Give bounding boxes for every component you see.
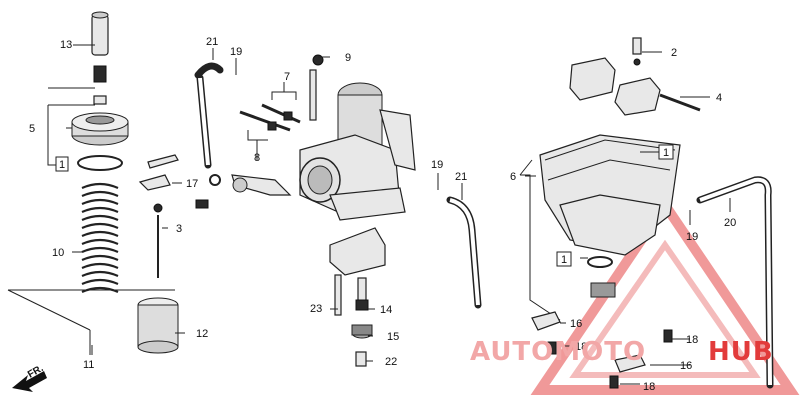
part-cap-13 (91, 11, 109, 56)
callout-2: 2 (671, 47, 677, 59)
callout-18b: 18 (686, 334, 698, 346)
part-clamps-16-18 (531, 311, 673, 389)
part-jets-23-14 (334, 274, 369, 316)
callout-1c: 1 (561, 254, 567, 266)
callout-12: 12 (196, 328, 208, 340)
callout-10: 10 (52, 247, 64, 259)
callout-13: 13 (60, 39, 72, 51)
part-needle-3 (153, 203, 163, 278)
callout-19a: 19 (230, 46, 242, 58)
callout-22: 22 (385, 356, 397, 368)
part-slide-12 (137, 297, 179, 354)
callout-7: 7 (284, 71, 290, 83)
callout-6: 6 (510, 171, 516, 183)
callout-1a: 1 (59, 159, 65, 171)
callout-box-1b (658, 144, 674, 160)
callout-21a: 21 (206, 36, 218, 48)
part-oring (587, 256, 613, 268)
callout-4: 4 (716, 92, 722, 104)
leader-lines (47, 44, 731, 385)
callout-23: 23 (310, 303, 322, 315)
part-jet-15-22 (351, 324, 373, 367)
part-hose-21-left-inner (198, 77, 210, 166)
part-gasket-1 (77, 155, 123, 171)
callout-19b: 19 (431, 159, 443, 171)
callout-21b: 21 (455, 171, 467, 183)
part-throttle-arm (195, 174, 292, 209)
part-float-bowl-6 (539, 134, 681, 256)
front-direction-arrow-icon (12, 371, 47, 392)
callout-18c: 18 (643, 381, 655, 393)
callout-8: 8 (254, 152, 260, 164)
callout-box-1a (55, 156, 69, 172)
callout-5: 5 (29, 123, 35, 135)
callout-20: 20 (724, 217, 736, 229)
callout-9: 9 (345, 52, 351, 64)
callout-17: 17 (186, 178, 198, 190)
part-drain-plug (590, 282, 616, 298)
callout-19c: 19 (686, 231, 698, 243)
callout-3: 3 (176, 223, 182, 235)
callout-15: 15 (387, 331, 399, 343)
part-top-cap-5 (71, 112, 129, 146)
watermark-text-accent: HUB (708, 337, 774, 367)
callout-16a: 16 (570, 318, 582, 330)
watermark-text-main: AUTOMOTO (470, 337, 646, 367)
part-float-valve-2 (632, 37, 642, 66)
part-carburetor-body (299, 54, 416, 221)
part-spring-10 (81, 182, 119, 294)
part-screws-7-8 (239, 103, 301, 132)
callout-11: 11 (83, 359, 94, 371)
callout-14: 14 (380, 304, 392, 316)
callout-box-1c (556, 251, 572, 267)
callout-16b: 16 (680, 360, 692, 372)
part-clip-17 (138, 154, 179, 191)
callout-1b: 1 (663, 147, 669, 159)
callout-18a: 18 (575, 341, 587, 353)
part-float-4 (569, 57, 701, 116)
part-nut (93, 65, 107, 105)
part-float-bracket (329, 227, 386, 276)
bowl-bracket (519, 159, 561, 321)
